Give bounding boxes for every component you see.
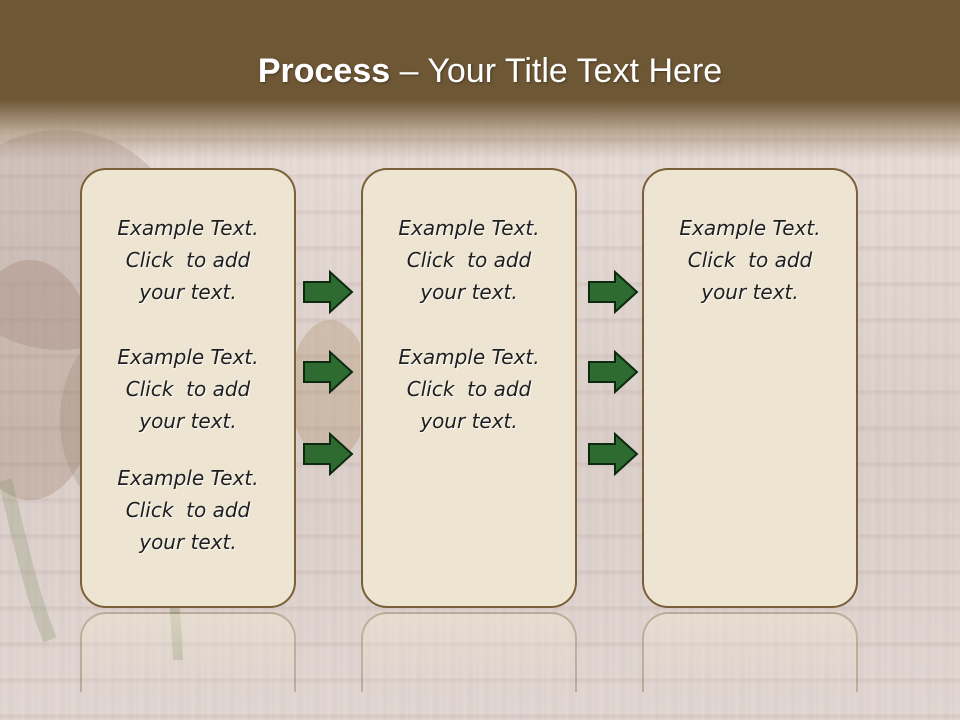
arrow-right-icon — [303, 270, 354, 314]
arrow-right-icon — [588, 270, 639, 314]
text-line: your text. — [139, 409, 237, 433]
text-line: your text. — [420, 280, 518, 304]
text-line: your text. — [139, 530, 237, 554]
text-line: your text. — [420, 409, 518, 433]
arrow-right-icon — [303, 432, 354, 476]
text-line: Click to add — [125, 498, 251, 522]
process-box-1[interactable]: Example Text. Click to add your text. Ex… — [80, 168, 296, 608]
text-line: Example Text. — [117, 345, 259, 369]
box-reflection — [642, 612, 858, 692]
text-block[interactable]: Example Text. Click to add your text. — [361, 212, 577, 308]
text-line: Click to add — [406, 377, 532, 401]
text-line: Example Text. — [117, 466, 259, 490]
text-block[interactable]: Example Text. Click to add your text. — [80, 462, 296, 558]
title-rest: – Your Title Text Here — [390, 52, 723, 90]
arrow-right-icon — [588, 432, 639, 476]
arrow-right-icon — [303, 350, 354, 394]
arrow-right-icon — [588, 350, 639, 394]
title-bold: Process — [257, 52, 391, 90]
text-line: Example Text. — [117, 216, 259, 240]
process-box-3[interactable]: Example Text. Click to add your text. — [642, 168, 858, 608]
text-block[interactable]: Example Text. Click to add your text. — [642, 212, 858, 308]
box-reflection — [80, 612, 296, 692]
text-line: Click to add — [125, 248, 251, 272]
text-line: Click to add — [125, 377, 251, 401]
title-bar — [0, 0, 960, 160]
text-line: Click to add — [406, 248, 532, 272]
text-block[interactable]: Example Text. Click to add your text. — [80, 341, 296, 437]
text-line: your text. — [139, 280, 237, 304]
text-line: your text. — [701, 280, 799, 304]
process-box-2[interactable]: Example Text. Click to add your text. Ex… — [361, 168, 577, 608]
text-block[interactable]: Example Text. Click to add your text. — [80, 212, 296, 308]
text-line: Example Text. — [398, 345, 540, 369]
slide-title[interactable]: Process – Your Title Text Here — [0, 52, 960, 91]
text-line: Click to add — [687, 248, 813, 272]
box-reflection — [361, 612, 577, 692]
text-block[interactable]: Example Text. Click to add your text. — [361, 341, 577, 437]
text-line: Example Text. — [398, 216, 540, 240]
text-line: Example Text. — [679, 216, 821, 240]
